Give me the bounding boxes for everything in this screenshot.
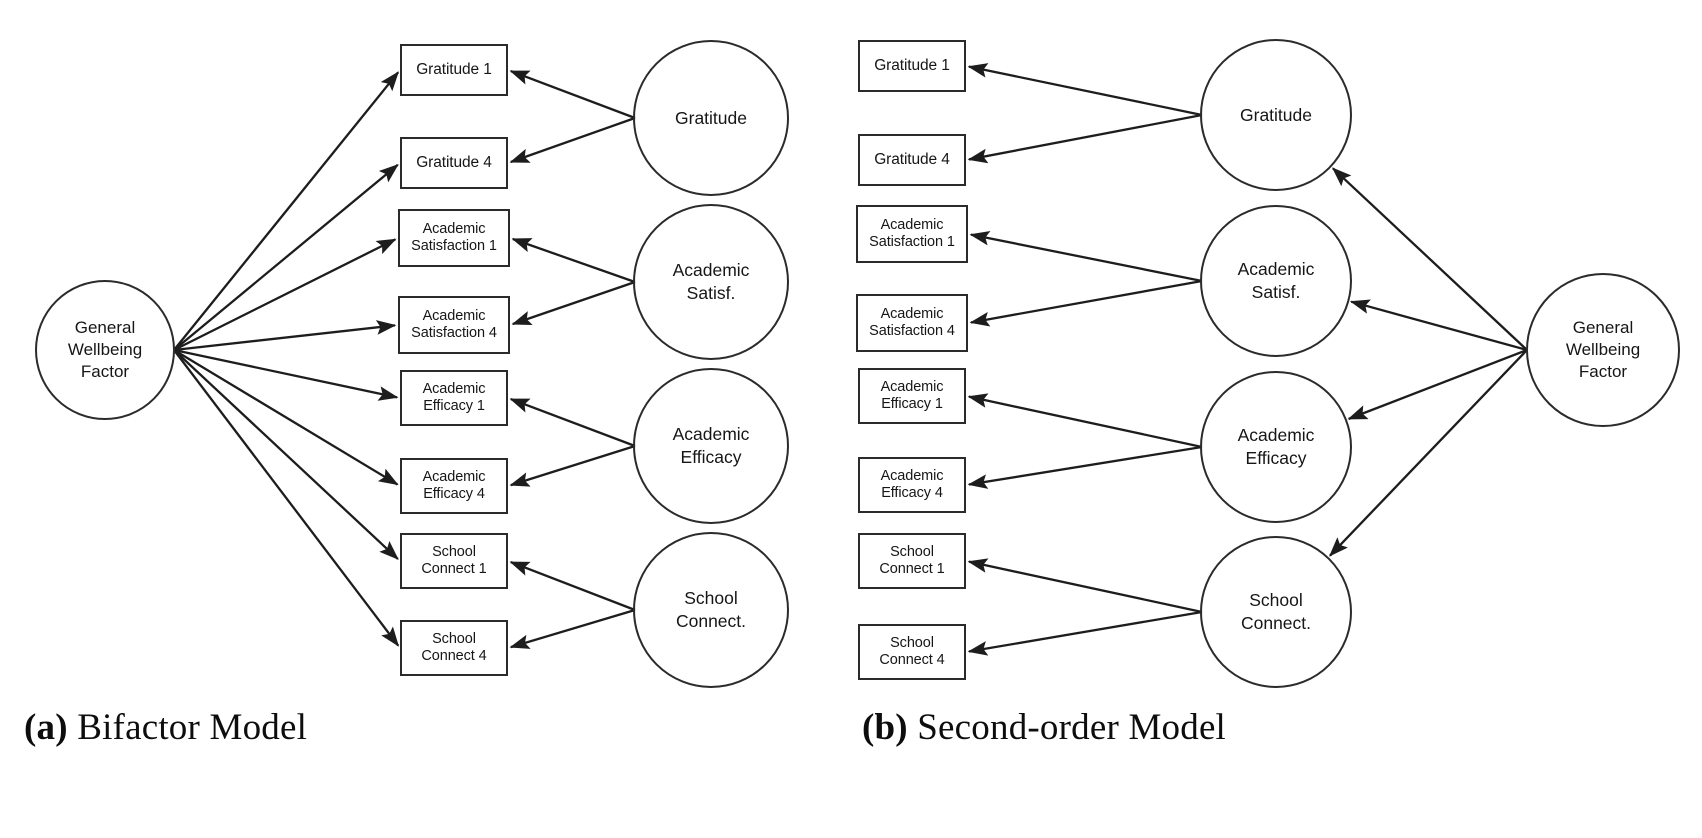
arrow-factor-0-to-indicator-0 xyxy=(509,69,636,120)
arrow-general-to-factor-0 xyxy=(1331,167,1528,351)
indicator-label-line: Academic xyxy=(880,305,944,322)
indicator-label-line: Gratitude 1 xyxy=(416,60,492,78)
arrow-factor-3-to-indicator-6 xyxy=(509,561,636,612)
indicator-box: Gratitude 1 xyxy=(400,44,508,96)
indicator-label-line: Academic xyxy=(422,307,486,324)
arrow-general-to-indicator-6 xyxy=(173,349,399,560)
caption-panel-a: (a) Bifactor Model xyxy=(24,706,307,749)
arrow-general-to-factor-2 xyxy=(1347,348,1528,420)
indicator-label-line: Academic xyxy=(880,216,944,233)
indicator-label-line: Academic xyxy=(422,380,486,397)
arrow-factor-0-to-indicator-0 xyxy=(967,63,1203,117)
arrow-general-to-indicator-1 xyxy=(173,164,399,351)
indicator-box: Gratitude 4 xyxy=(858,134,966,186)
caption-marker-a: (a) xyxy=(24,707,68,748)
arrow-factor-3-to-indicator-6 xyxy=(967,558,1203,614)
indicator-label-line: Satisfaction 1 xyxy=(411,238,497,254)
arrow-general-to-indicator-5 xyxy=(173,349,399,486)
arrow-factor-1-to-indicator-3 xyxy=(511,280,636,326)
panel-b-arrows xyxy=(967,63,1528,656)
indicator-label-line: Efficacy 4 xyxy=(423,486,485,502)
indicator-label-line: Satisfaction 4 xyxy=(411,325,497,341)
indicator-box: Gratitude 4 xyxy=(400,137,508,189)
indicator-label-line: Efficacy 1 xyxy=(423,398,485,414)
indicator-label-line: Efficacy 4 xyxy=(881,485,943,501)
arrow-factor-0-to-indicator-1 xyxy=(967,113,1203,164)
indicator-label-line: Gratitude 4 xyxy=(416,153,492,171)
arrow-factor-1-to-indicator-2 xyxy=(969,230,1203,283)
arrow-general-to-indicator-3 xyxy=(173,320,397,352)
indicator-label-line: Academic xyxy=(422,468,486,485)
indicator-label-line: Connect 4 xyxy=(421,648,487,664)
arrow-general-to-indicator-4 xyxy=(173,348,399,401)
arrow-factor-2-to-indicator-5 xyxy=(509,444,636,487)
indicator-label-line: Gratitude 1 xyxy=(874,56,950,74)
indicator-box: Gratitude 1 xyxy=(858,40,966,92)
caption-text-a: Bifactor Model xyxy=(77,707,308,748)
caption-marker-b: (b) xyxy=(862,707,908,748)
indicator-label-line: School xyxy=(890,543,934,560)
arrow-factor-2-to-indicator-4 xyxy=(967,393,1203,449)
indicator-label-line: School xyxy=(432,543,476,560)
arrow-general-to-factor-1 xyxy=(1349,299,1528,352)
panel-a-arrows xyxy=(173,69,636,649)
indicator-label-line: Efficacy 1 xyxy=(881,396,943,412)
arrow-factor-3-to-indicator-7 xyxy=(967,610,1203,656)
indicator-label-line: School xyxy=(432,630,476,647)
arrow-factor-0-to-indicator-1 xyxy=(509,116,636,164)
arrow-factor-3-to-indicator-7 xyxy=(509,608,636,649)
indicator-label-line: Connect 4 xyxy=(879,652,945,668)
indicator-label-line: Academic xyxy=(880,467,944,484)
arrow-factor-1-to-indicator-3 xyxy=(969,279,1203,327)
indicator-label-line: Academic xyxy=(422,220,486,237)
indicator-label-line: Connect 1 xyxy=(879,561,945,577)
arrow-general-to-indicator-7 xyxy=(173,349,400,647)
arrow-factor-2-to-indicator-5 xyxy=(967,445,1203,489)
indicator-label-line: Gratitude 4 xyxy=(874,150,950,168)
indicator-label-line: School xyxy=(890,634,934,651)
indicator-label-line: Connect 1 xyxy=(421,561,487,577)
arrow-general-to-factor-3 xyxy=(1329,349,1528,557)
arrow-general-to-indicator-0 xyxy=(173,71,400,351)
indicator-label-line: Satisfaction 1 xyxy=(869,234,955,250)
arrow-factor-1-to-indicator-2 xyxy=(511,237,636,284)
indicator-label-line: Satisfaction 4 xyxy=(869,323,955,339)
indicator-label-line: Academic xyxy=(880,378,944,395)
arrow-factor-2-to-indicator-4 xyxy=(509,397,636,448)
caption-text-b: Second-order Model xyxy=(917,707,1227,748)
caption-panel-b: (b) Second-order Model xyxy=(862,706,1226,749)
arrow-general-to-indicator-2 xyxy=(173,238,397,352)
